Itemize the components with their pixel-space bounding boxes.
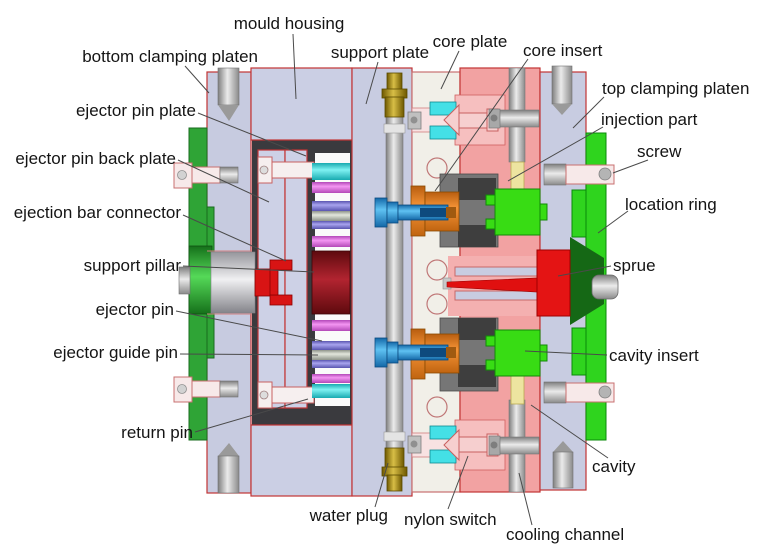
ejector-pin-cyan: [312, 384, 350, 398]
label-nylon-switch: nylon switch: [404, 510, 497, 529]
label-sprue: sprue: [613, 256, 656, 275]
ejector-sleeve-head: [374, 197, 388, 228]
ejector-pin-magenta: [312, 182, 350, 193]
support-pillar: [311, 250, 351, 315]
return-pin-bottom: [257, 381, 315, 409]
label-core-plate: core plate: [433, 32, 508, 51]
injection-part-top: [510, 161, 525, 192]
sprue-block: [536, 249, 571, 317]
core-insert-assembly-top: [374, 173, 548, 248]
screw-top-right: [543, 163, 615, 186]
screw-bottom-right: [543, 381, 615, 404]
label-top-clamping-platen: top clamping platen: [602, 79, 749, 98]
cooling-channel-bottom: [488, 399, 540, 493]
ejector-pin-magenta: [312, 320, 350, 331]
label-support-pillar: support pillar: [84, 256, 182, 275]
core-plate-holes: [426, 157, 448, 418]
cooling-channel-top: [488, 67, 540, 163]
ejection-bar: [210, 251, 256, 314]
label-screw: screw: [637, 142, 682, 161]
label-injection-part: injection part: [601, 110, 698, 129]
ejector-pin-purple: [312, 341, 350, 350]
label-support-plate: support plate: [331, 43, 429, 62]
labels: mould housing bottom clamping platen sup…: [14, 14, 750, 544]
label-ejector-guide-pin: ejector guide pin: [53, 343, 178, 362]
cavity-insert: [485, 329, 548, 377]
label-bottom-clamping-platen: bottom clamping platen: [82, 47, 258, 66]
label-ejector-pin-back-plate: ejector pin back plate: [15, 149, 176, 168]
label-cavity-insert: cavity insert: [609, 346, 699, 365]
label-ejector-pin: ejector pin: [96, 300, 174, 319]
ejector-pin-purple: [312, 201, 350, 211]
mould-assembly: [173, 65, 619, 497]
top-platen-bolt-upper: [551, 65, 573, 115]
ejector-pin-cyan: [312, 163, 350, 180]
label-location-ring: location ring: [625, 195, 717, 214]
screw-top-left: [173, 162, 239, 189]
guide-rod: [385, 115, 404, 451]
label-ejection-bar-connector: ejection bar connector: [14, 203, 182, 222]
sprue-cone-dark-green: [570, 237, 604, 325]
label-ejector-pin-plate: ejector pin plate: [76, 101, 196, 120]
label-return-pin: return pin: [121, 423, 193, 442]
platen-bolt-top: [217, 67, 240, 121]
injection-part-bottom: [510, 375, 525, 405]
water-plug-bottom: [381, 447, 408, 492]
label-cavity: cavity: [592, 457, 636, 476]
ejector-guide-pin: [312, 211, 350, 221]
label-water-plug: water plug: [309, 506, 388, 525]
ejector-pin-purple: [312, 221, 350, 229]
ejector-guide-pin: [312, 350, 350, 360]
ejector-pin-purple: [312, 360, 350, 368]
ejector-pin-magenta: [312, 236, 350, 247]
ejection-bar-stub: [178, 266, 191, 295]
guide-rod-and-water-plugs: [381, 72, 408, 492]
return-pin-top: [257, 156, 315, 184]
label-cooling-channel: cooling channel: [506, 525, 624, 544]
water-plug-top: [381, 72, 408, 118]
label-core-insert: core insert: [523, 41, 603, 60]
core-insert-assembly-bottom: [374, 317, 548, 392]
platen-hole-lines: [207, 250, 252, 315]
mould-housing-top: [250, 67, 353, 141]
ejection-bar-green: [188, 245, 213, 315]
platen-bolt-bottom: [217, 443, 240, 494]
ejector-pin-plate: [284, 149, 308, 409]
leader-lines: [175, 33, 649, 526]
machine-nozzle: [591, 274, 619, 300]
screw-bottom-left: [173, 376, 239, 403]
ejector-pin-magenta: [312, 374, 350, 383]
label-mould-housing: mould housing: [234, 14, 345, 33]
ejection-bar-connector: [254, 259, 293, 306]
mould-housing-bottom: [250, 424, 353, 497]
top-platen-bolt-lower: [552, 441, 574, 489]
cavity-insert: [485, 188, 548, 236]
ejection-bar-assembly: [178, 245, 351, 315]
ejector-sleeve-head: [374, 337, 388, 368]
